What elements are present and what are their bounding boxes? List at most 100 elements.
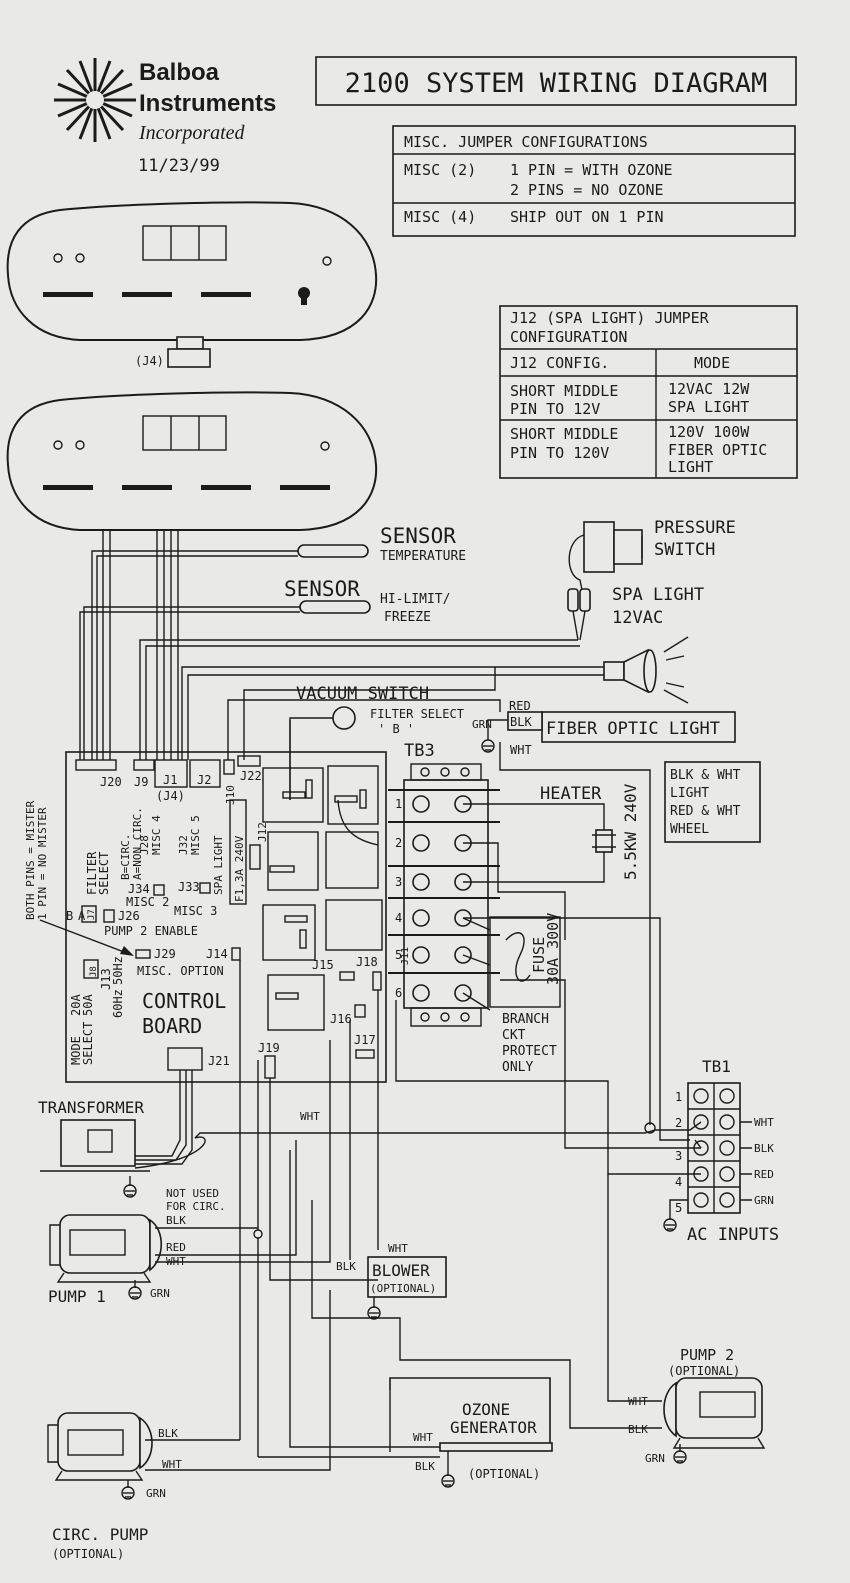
board-label: SELECT bbox=[81, 1022, 95, 1065]
circ-pump-label: CIRC. PUMP bbox=[52, 1525, 148, 1544]
filter-select-label: ' B ' bbox=[378, 722, 414, 736]
board-label: 20A bbox=[69, 994, 83, 1016]
connector-label: J17 bbox=[354, 1033, 376, 1047]
j1-connector bbox=[154, 759, 188, 788]
sensor-temp-title: SENSOR bbox=[380, 524, 456, 548]
misc-jumper-table: MISC. JUMPER CONFIGURATIONS MISC (2) 1 P… bbox=[392, 125, 796, 237]
transformer bbox=[40, 1119, 150, 1198]
j4-plug bbox=[176, 336, 204, 350]
wire-note: FOR CIRC. bbox=[166, 1200, 226, 1213]
legend-text: RED & WHT bbox=[670, 804, 741, 819]
pump-1-label: PUMP 1 bbox=[48, 1287, 106, 1306]
fuse-label: FUSE bbox=[530, 937, 548, 973]
j2-connector bbox=[189, 759, 221, 788]
board-label: 50A bbox=[81, 994, 95, 1016]
wire-label: WHT bbox=[510, 743, 532, 757]
balboa-logo: Balboa Instruments Incorporated bbox=[54, 58, 276, 144]
tb3-number: 3 bbox=[395, 875, 402, 889]
tb1-number: 5 bbox=[675, 1201, 682, 1215]
wire-label: GRN bbox=[150, 1287, 170, 1300]
misc-table-header: MISC. JUMPER CONFIGURATIONS bbox=[404, 133, 648, 151]
branch-note: ONLY bbox=[502, 1060, 533, 1075]
legend-text: BLK & WHT bbox=[670, 768, 741, 783]
circ-pump-sub: (OPTIONAL) bbox=[52, 1547, 124, 1561]
connector-label: J15 bbox=[312, 958, 334, 972]
ground-icon bbox=[121, 1486, 135, 1500]
misc-row-value: 2 PINS = NO OZONE bbox=[510, 181, 664, 199]
tb1-number: 4 bbox=[675, 1175, 682, 1189]
logo-line1: Balboa bbox=[139, 59, 220, 86]
j12-cell: PIN TO 12V bbox=[510, 400, 600, 418]
j20-connector bbox=[75, 759, 117, 771]
keyhole-icon bbox=[298, 287, 310, 305]
ground-icon bbox=[128, 1286, 142, 1300]
board-label: 60Hz bbox=[111, 989, 125, 1018]
pressure-switch: PRESSURE SWITCH bbox=[568, 518, 736, 591]
sensor-temp-sub: TEMPERATURE bbox=[380, 549, 466, 564]
logo-line3: Incorporated bbox=[138, 122, 246, 144]
pump-2-sub: (OPTIONAL) bbox=[668, 1364, 740, 1378]
pump-2 bbox=[663, 1377, 766, 1449]
mister-note: 1 PIN = NO MISTER bbox=[36, 807, 49, 920]
f1-fuse bbox=[229, 799, 247, 905]
tb1-number: 1 bbox=[675, 1090, 682, 1104]
connector-label: J1 bbox=[163, 773, 177, 787]
connector-label: J13 bbox=[99, 968, 113, 990]
misc-row-value: 1 PIN = WITH OZONE bbox=[510, 161, 673, 179]
board-label: PUMP 2 ENABLE bbox=[104, 924, 198, 938]
ozone-sub: (OPTIONAL) bbox=[468, 1467, 540, 1481]
j22-connector bbox=[237, 755, 261, 767]
tb3-number: 6 bbox=[395, 986, 402, 1000]
board-label: MODE bbox=[69, 1036, 83, 1065]
sensor-hilimit-sub: FREEZE bbox=[384, 610, 431, 625]
ozone-label: OZONE bbox=[462, 1400, 510, 1419]
wire-label: WHT bbox=[388, 1242, 408, 1255]
wire-label: WHT bbox=[413, 1431, 433, 1444]
j12-cell: SPA LIGHT bbox=[668, 398, 749, 416]
board-relays bbox=[262, 765, 383, 1031]
ozone-label: GENERATOR bbox=[450, 1418, 537, 1437]
j7-connector bbox=[81, 905, 97, 923]
wire-label: BLK bbox=[336, 1260, 356, 1273]
wire-label: BLK bbox=[754, 1142, 774, 1155]
j9-connector bbox=[133, 759, 155, 771]
board-label: A=NON CIRC. bbox=[131, 807, 144, 880]
temperature-sensor: SENSOR TEMPERATURE bbox=[91, 524, 466, 760]
connector-label: J9 bbox=[134, 775, 148, 789]
j8-connector bbox=[83, 959, 99, 979]
connector-label: J12 bbox=[256, 822, 269, 842]
branch-note: BRANCH bbox=[502, 1012, 549, 1027]
connector-label: (J4) bbox=[156, 789, 185, 803]
title-box bbox=[315, 56, 797, 106]
ac-inputs-label: AC INPUTS bbox=[687, 1225, 779, 1245]
tb1-number: 3 bbox=[675, 1149, 682, 1163]
board-title: BOARD bbox=[142, 1014, 202, 1038]
splice-dot bbox=[253, 1229, 263, 1239]
fuse: FUSE 30A 300V bbox=[489, 913, 562, 1008]
logo-line2: Instruments bbox=[139, 90, 276, 117]
vacuum-switch-icon bbox=[332, 706, 356, 730]
wire-label: WHT bbox=[300, 1110, 320, 1123]
j12-cell: LIGHT bbox=[668, 458, 713, 476]
connector-label: J2 bbox=[197, 773, 211, 787]
diagram-date: 11/23/99 bbox=[138, 156, 220, 176]
wire-label: WHT bbox=[754, 1116, 774, 1129]
tb3-terminal-block: TB3 bbox=[388, 741, 500, 1027]
tb3-number: 5 bbox=[395, 948, 402, 962]
heater-label: HEATER bbox=[540, 784, 602, 804]
board-label: B bbox=[66, 909, 73, 923]
connector-label: J26 bbox=[118, 909, 140, 923]
connector-label: J8 bbox=[89, 966, 99, 977]
j12-cell: 120V 100W bbox=[668, 423, 750, 441]
tb3-label: TB3 bbox=[404, 741, 435, 761]
j15-pin bbox=[339, 971, 355, 981]
wire-label: RED bbox=[754, 1168, 774, 1181]
legend-text: LIGHT bbox=[670, 786, 709, 801]
j18-pin bbox=[372, 971, 382, 991]
fiber-optic-label: FIBER OPTIC LIGHT bbox=[546, 719, 720, 739]
connector-label: J11 bbox=[400, 947, 411, 965]
connector-label: J32 bbox=[177, 835, 190, 855]
wire-label: GRN bbox=[645, 1452, 665, 1465]
